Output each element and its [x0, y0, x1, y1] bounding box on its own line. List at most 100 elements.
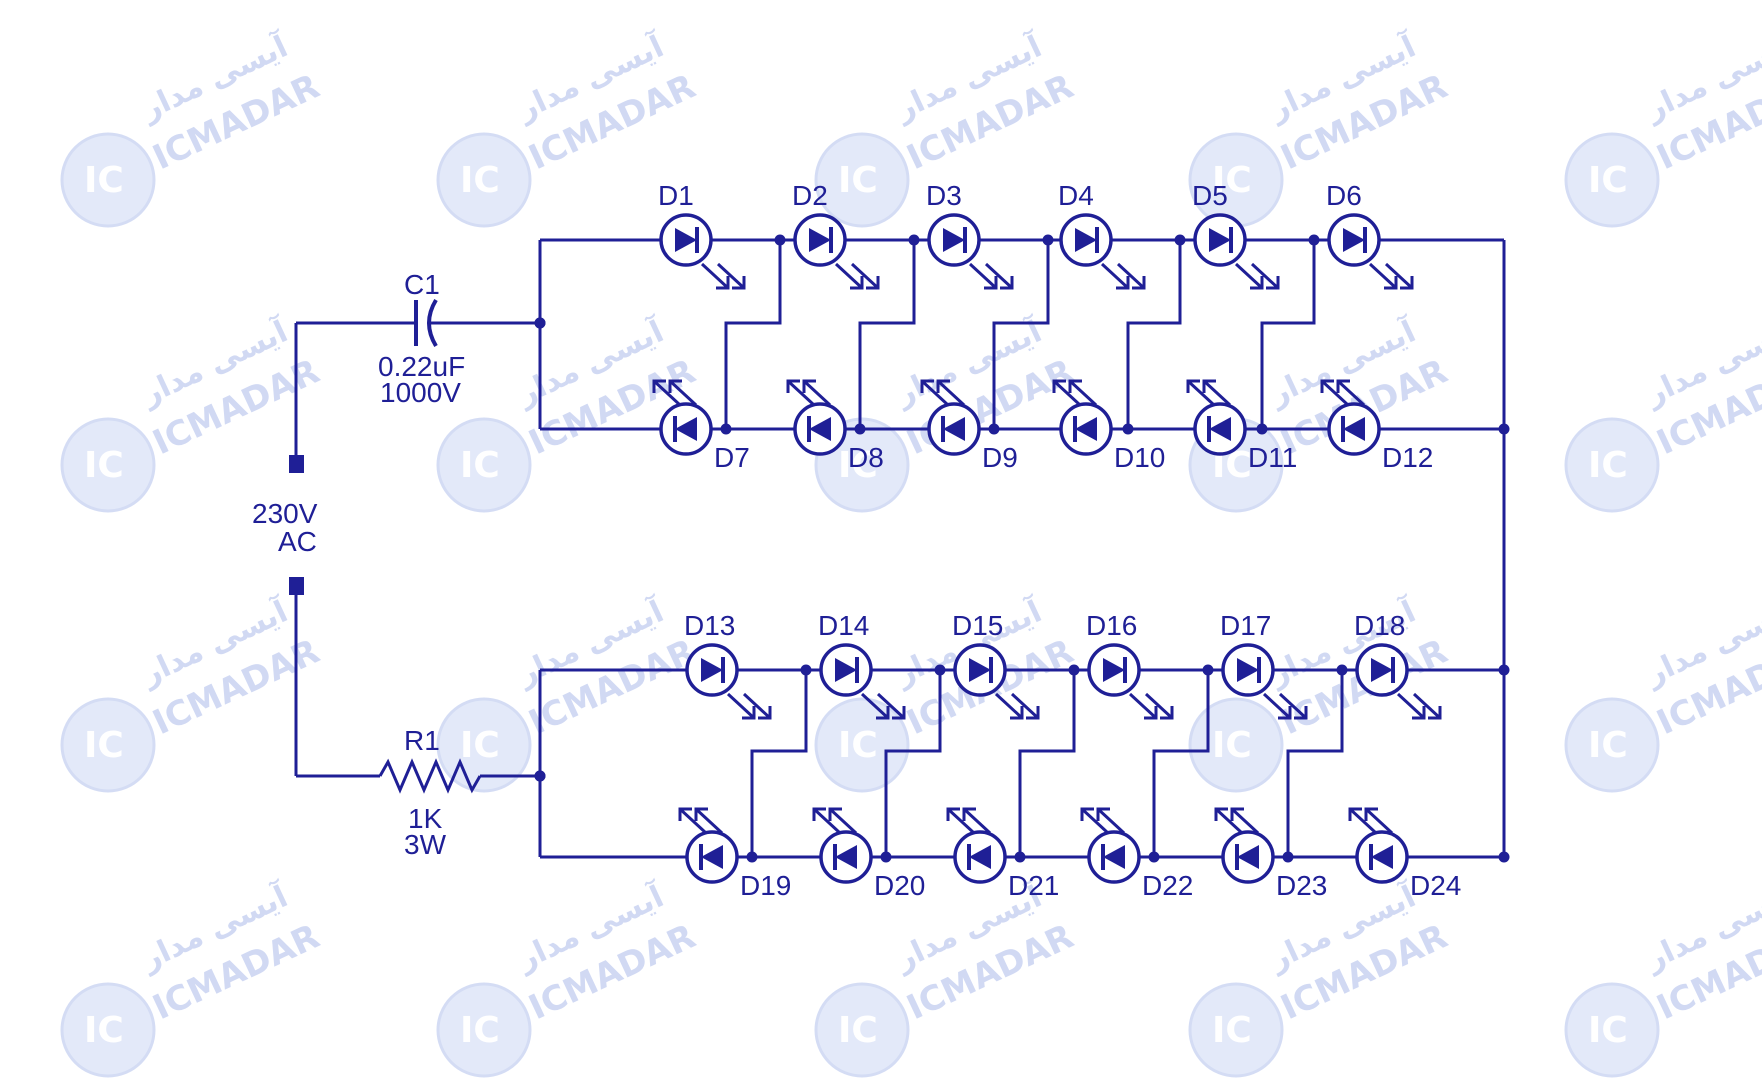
led-triangle [1237, 845, 1259, 869]
svg-text:IC: IC [1588, 160, 1628, 201]
led-label: D23 [1276, 870, 1327, 901]
svg-text:IC: IC [84, 445, 124, 486]
led-triangle [943, 417, 965, 441]
led-triangle [1103, 658, 1125, 682]
led-d20: D20 [812, 807, 925, 901]
light-arrows [1100, 262, 1146, 290]
led-label: D7 [714, 442, 750, 473]
led-label: D13 [684, 610, 735, 641]
led-d7: D7 [652, 379, 750, 473]
led-d6: D6 [1326, 180, 1414, 290]
led-triangle [943, 228, 965, 252]
cross-link [1286, 670, 1344, 857]
capacitor-value: 0.22uF [378, 351, 465, 382]
light-arrows [652, 379, 698, 407]
ac-source: 230V AC [252, 323, 318, 776]
led-d2: D2 [792, 180, 880, 290]
cross-link [1260, 240, 1316, 429]
led-label: D1 [658, 180, 694, 211]
resistor-name: R1 [404, 725, 440, 756]
led-triangle [675, 228, 697, 252]
led-triangle [701, 658, 723, 682]
light-arrows [678, 807, 724, 835]
capacitor-c1: C1 0.22uF 1000V [296, 269, 540, 408]
svg-text:IC: IC [838, 160, 878, 201]
cross-link [884, 670, 942, 857]
svg-text:IC: IC [460, 725, 500, 766]
svg-text:IC: IC [84, 160, 124, 201]
svg-text:IC: IC [1212, 725, 1252, 766]
led-triangle [1343, 228, 1365, 252]
led-triangle [809, 417, 831, 441]
capacitor-rating: 1000V [380, 377, 461, 408]
svg-text:IC: IC [1588, 445, 1628, 486]
led-label: D21 [1008, 870, 1059, 901]
led-triangle [1343, 417, 1365, 441]
led-d14: D14 [818, 610, 906, 720]
led-d9: D9 [920, 379, 1018, 473]
svg-text:IC: IC [1212, 160, 1252, 201]
led-d17: D17 [1220, 610, 1308, 720]
led-label: D15 [952, 610, 1003, 641]
led-label: D4 [1058, 180, 1094, 211]
cross-link [1152, 670, 1210, 857]
light-arrows [812, 807, 858, 835]
led-label: D5 [1192, 180, 1228, 211]
led-d23: D23 [1214, 807, 1327, 901]
led-d4: D4 [1058, 180, 1146, 290]
led-triangle [675, 417, 697, 441]
light-arrows [946, 807, 992, 835]
led-label: D10 [1114, 442, 1165, 473]
led-label: D24 [1410, 870, 1461, 901]
led-d11: D11 [1186, 379, 1297, 473]
svg-text:IC: IC [84, 725, 124, 766]
led-triangle [1237, 658, 1259, 682]
svg-text:IC: IC [84, 1010, 124, 1051]
led-d15: D15 [952, 610, 1040, 720]
svg-text:IC: IC [838, 725, 878, 766]
junction-dot [1498, 664, 1510, 676]
light-arrows [1128, 692, 1174, 720]
led-d24: D24 [1348, 807, 1461, 901]
led-triangle [1209, 417, 1231, 441]
led-triangle [1075, 417, 1097, 441]
led-triangle [701, 845, 723, 869]
light-arrows [1368, 262, 1414, 290]
light-arrows [1214, 807, 1260, 835]
source-terminal-bottom [289, 577, 304, 595]
led-triangle [1103, 845, 1125, 869]
led-label: D9 [982, 442, 1018, 473]
light-arrows [1052, 379, 1098, 407]
light-arrows [920, 379, 966, 407]
light-arrows [968, 262, 1014, 290]
led-triangle [835, 658, 857, 682]
source-type: AC [278, 526, 317, 557]
led-label: D18 [1354, 610, 1405, 641]
svg-text:IC: IC [460, 160, 500, 201]
light-arrows [1396, 692, 1442, 720]
light-arrows [1234, 262, 1280, 290]
led-label: D20 [874, 870, 925, 901]
light-arrows [1262, 692, 1308, 720]
led-label: D2 [792, 180, 828, 211]
led-d3: D3 [926, 180, 1014, 290]
led-triangle [1371, 658, 1393, 682]
led-triangle [969, 845, 991, 869]
light-arrows [1320, 379, 1366, 407]
led-d22: D22 [1080, 807, 1193, 901]
led-triangle [969, 658, 991, 682]
led-d10: D10 [1052, 379, 1165, 473]
resistor-value: 1K [408, 803, 443, 834]
light-arrows [726, 692, 772, 720]
